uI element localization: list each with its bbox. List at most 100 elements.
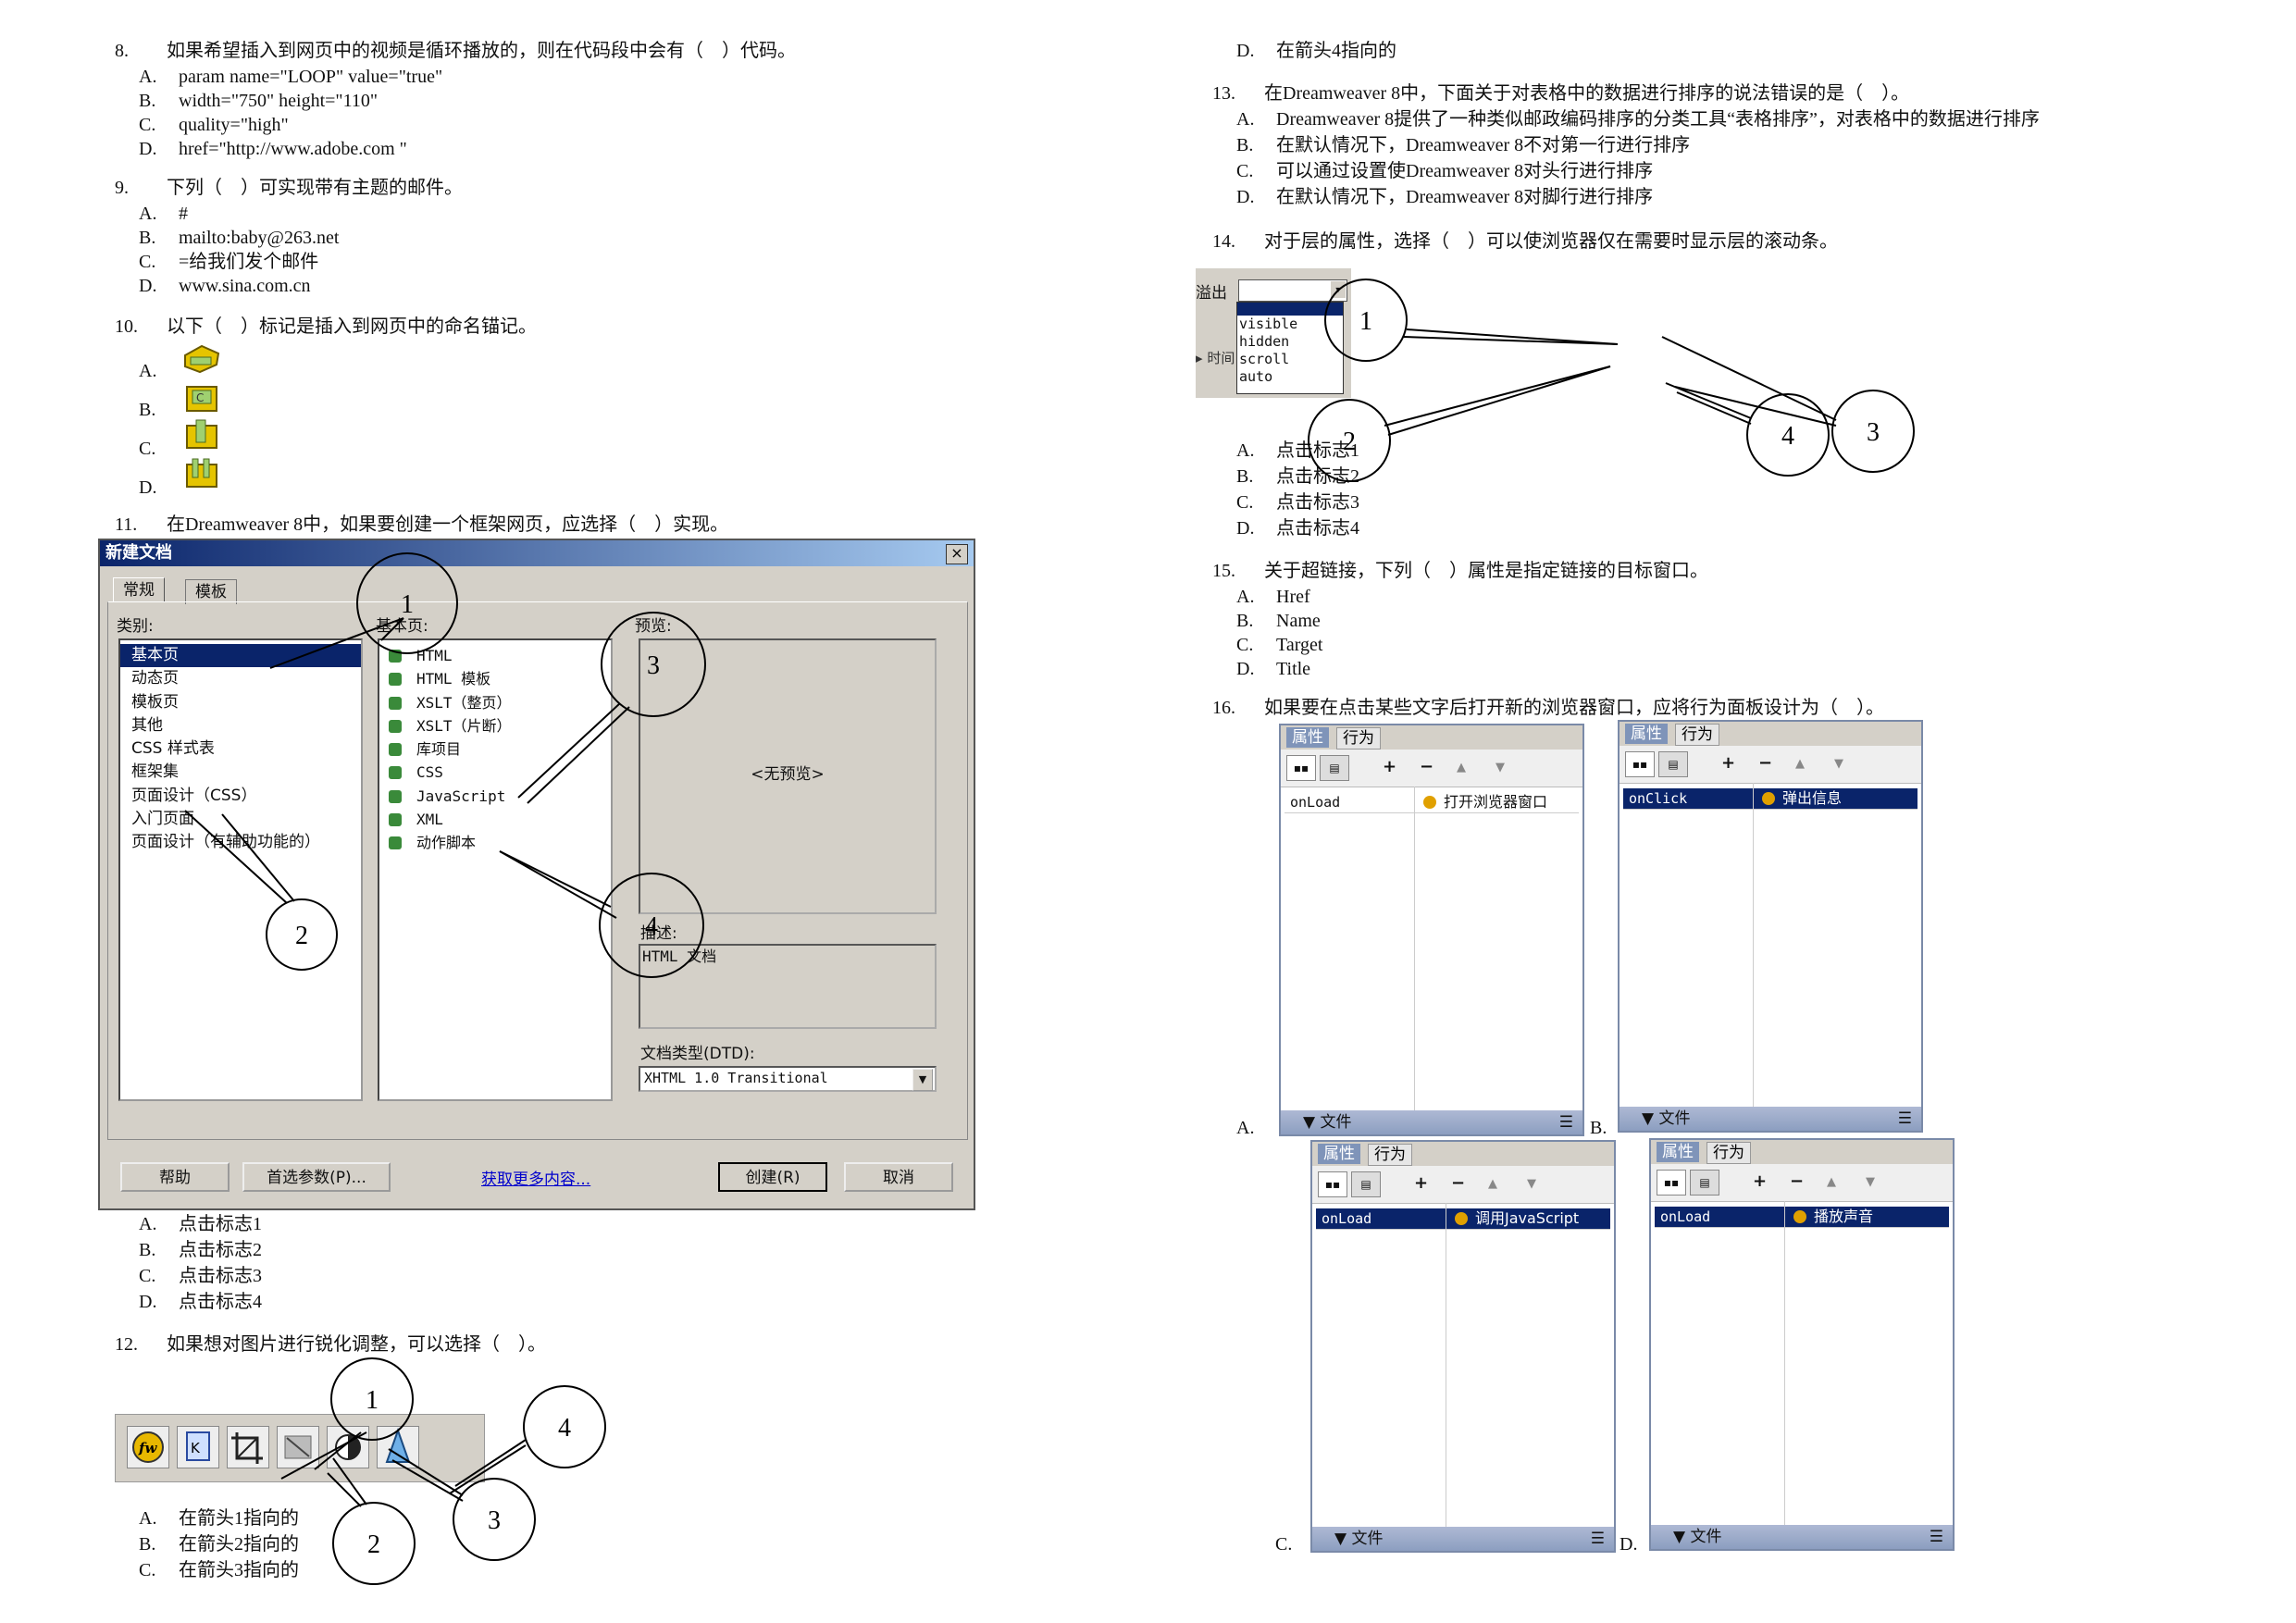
move-up-icon[interactable]: ▲ [1795,757,1805,771]
preferences-button[interactable]: 首选参数(P)... [242,1162,391,1192]
option-letter: A. [139,204,157,224]
remove-behavior-icon[interactable]: − [1451,1173,1466,1193]
move-up-icon[interactable]: ▲ [1827,1175,1836,1189]
show-set-events-icon[interactable]: ▪▪ [1625,751,1655,777]
move-down-icon[interactable]: ▼ [1866,1175,1875,1189]
show-set-events-icon[interactable]: ▪▪ [1286,755,1316,781]
behavior-row[interactable]: onLoad 打开浏览器窗口 [1285,792,1579,813]
optimize-button[interactable]: K [177,1426,219,1468]
category-item[interactable]: CSS 样式表 [131,739,215,759]
overflow-dropdown-list[interactable]: visible hidden scroll auto [1236,302,1344,394]
fireworks-edit-button[interactable]: fw [127,1426,169,1468]
remove-behavior-icon[interactable]: − [1420,757,1434,776]
create-button[interactable]: 创建(R) [718,1162,827,1192]
basic-page-item[interactable]: JavaScript [379,785,611,808]
close-button[interactable]: × [946,544,968,564]
add-behavior-icon[interactable]: + [1414,1173,1429,1193]
dtd-select[interactable]: XHTML 1.0 Transitional ▼ [639,1066,937,1092]
panel-footer[interactable]: ▼ 文件☰ [1281,1110,1582,1134]
panel-footer[interactable]: ▼ 文件☰ [1651,1525,1953,1549]
category-item[interactable]: 模板页 [131,692,179,712]
basic-page-item[interactable]: 动作脚本 [379,831,611,854]
category-list[interactable]: 基本页 动态页 模板页 其他 CSS 样式表 框架集 页面设计（CSS） 入门页… [118,638,363,1101]
category-item[interactable]: 动态页 [131,669,179,688]
basic-page-item[interactable]: HTML [379,644,611,667]
category-item[interactable]: 页面设计（有辅助功能的） [131,833,320,852]
tab-behaviors[interactable]: 行为 [1675,724,1719,746]
crop-button[interactable] [227,1426,269,1468]
question-number: 8. [115,41,129,61]
tab-behaviors[interactable]: 行为 [1368,1144,1412,1166]
tab-properties[interactable]: 属性 [1286,727,1329,748]
behavior-row[interactable]: onLoad 调用JavaScript [1316,1208,1610,1230]
tab-behaviors[interactable]: 行为 [1706,1142,1751,1164]
category-item[interactable]: 其他 [131,715,163,735]
remove-behavior-icon[interactable]: − [1758,753,1773,773]
question-stem: 在Dreamweaver 8中，如果要创建一个框架网页，应选择（ ）实现。 [167,514,729,535]
get-more-link[interactable]: 获取更多内容... [481,1171,591,1189]
move-up-icon[interactable]: ▲ [1457,761,1466,774]
add-behavior-icon[interactable]: + [1753,1171,1768,1191]
brightness-contrast-button[interactable] [327,1426,369,1468]
move-down-icon[interactable]: ▼ [1496,761,1505,774]
image-edit-toolbar: fw K [115,1414,485,1482]
option-visible[interactable]: visible [1239,316,1298,332]
add-behavior-icon[interactable]: + [1383,757,1397,776]
option-auto[interactable]: auto [1239,368,1273,385]
option-hidden[interactable]: hidden [1239,333,1290,350]
basic-page-item[interactable]: XSLT（整页） [379,691,611,714]
show-all-events-icon[interactable]: ▤ [1351,1171,1381,1197]
option-b: B.width="750" height="110" [139,89,378,113]
behavior-row[interactable]: onLoad 播放声音 [1655,1207,1949,1228]
help-button[interactable]: 帮助 [120,1162,230,1192]
panel-footer[interactable]: ▼ 文件☰ [1620,1107,1921,1131]
sharpen-button[interactable] [377,1426,419,1468]
chevron-down-icon[interactable]: ▼ [912,1069,933,1091]
add-behavior-icon[interactable]: + [1721,753,1736,773]
tab-properties[interactable]: 属性 [1657,1142,1699,1162]
move-up-icon[interactable]: ▲ [1488,1177,1497,1191]
option-c: C.点击标志3 [1236,490,1359,514]
basic-page-item[interactable]: HTML 模板 [379,667,611,690]
category-item[interactable]: 页面设计（CSS） [131,786,257,805]
chevron-down-icon[interactable]: ▼ [1331,281,1346,298]
show-all-events-icon[interactable]: ▤ [1320,755,1349,781]
show-set-events-icon[interactable]: ▪▪ [1318,1171,1347,1197]
option-text: Dreamweaver 8提供了一种类似邮政编码排序的分类工具“表格排序”，对表… [1276,109,2040,130]
basic-page-item[interactable]: CSS [379,761,611,784]
option-b: B.mailto:baby@263.net [139,226,339,250]
category-item[interactable]: 入门页面 [131,810,194,829]
cancel-button[interactable]: 取消 [844,1162,953,1192]
move-down-icon[interactable]: ▼ [1834,757,1843,771]
tab-template[interactable]: 模板 [185,579,237,604]
panel-d-letter: D. [1620,1534,1638,1555]
action-name: 播放声音 [1793,1207,1873,1227]
category-item[interactable]: 基本页 [120,644,361,668]
panel-menu-icon[interactable]: ☰ [1558,1113,1573,1132]
basic-page-item[interactable]: XML [379,808,611,831]
tab-general[interactable]: 常规 [113,577,165,602]
basic-page-list[interactable]: HTML HTML 模板 XSLT（整页） XSLT（片断） 库项目 CSS J… [378,638,613,1101]
tab-properties[interactable]: 属性 [1318,1144,1360,1164]
option-c: C.在箭头3指向的 [139,1558,299,1582]
tab-properties[interactable]: 属性 [1625,724,1668,744]
tab-behaviors[interactable]: 行为 [1336,727,1381,750]
resample-button[interactable] [277,1426,319,1468]
remove-behavior-icon[interactable]: − [1790,1171,1805,1191]
question-16: 16.如果要在点击某些文字后打开新的浏览器窗口，应将行为面板设计为（ ）。 [1212,696,1884,720]
panel-menu-icon[interactable]: ☰ [1897,1109,1912,1128]
overflow-select[interactable]: ▼ [1238,279,1347,302]
blank-option-selected[interactable] [1237,303,1343,316]
show-all-events-icon[interactable]: ▤ [1690,1170,1719,1196]
show-all-events-icon[interactable]: ▤ [1658,751,1688,777]
panel-menu-icon[interactable]: ☰ [1590,1530,1605,1548]
basic-page-item[interactable]: 库项目 [379,737,611,761]
behavior-row[interactable]: onClick 弹出信息 [1623,788,1917,810]
panel-menu-icon[interactable]: ☰ [1929,1528,1943,1546]
show-set-events-icon[interactable]: ▪▪ [1657,1170,1686,1196]
category-item-frameset[interactable]: 框架集 [131,762,179,782]
option-scroll[interactable]: scroll [1239,351,1290,367]
basic-page-item[interactable]: XSLT（片断） [379,714,611,737]
move-down-icon[interactable]: ▼ [1527,1177,1536,1191]
panel-footer[interactable]: ▼ 文件☰ [1312,1527,1614,1551]
